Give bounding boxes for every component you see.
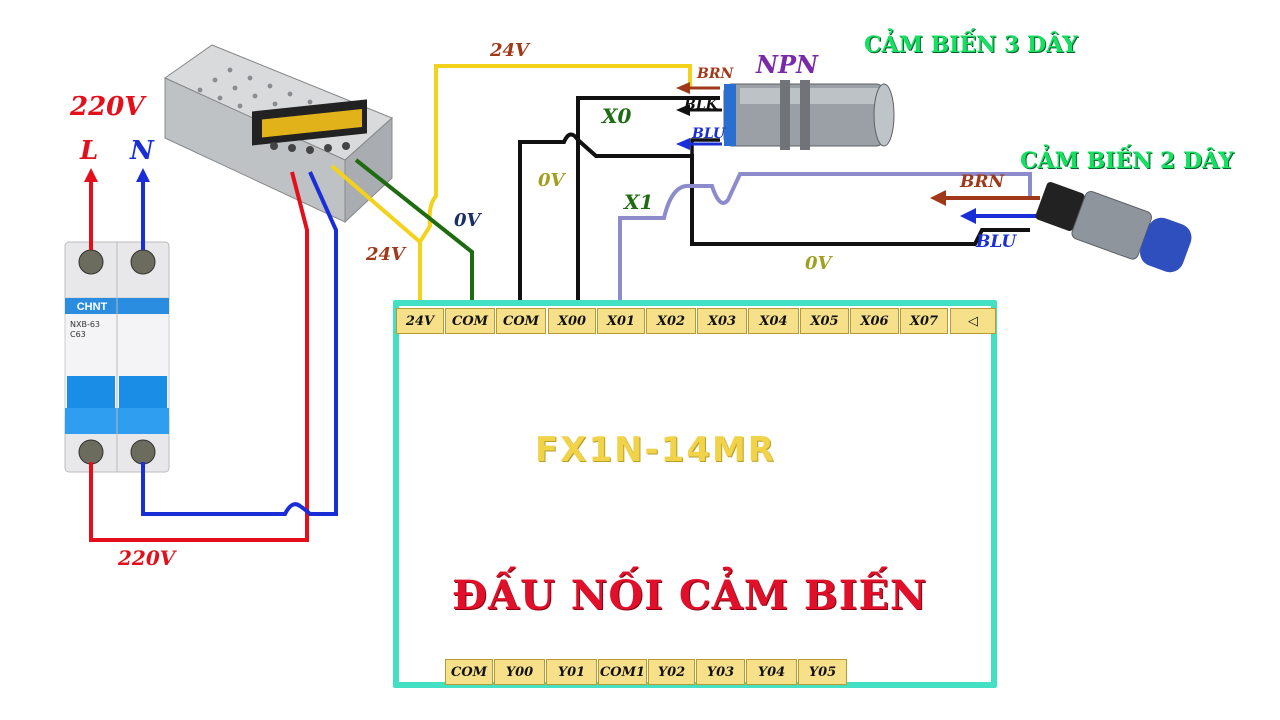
plc-output-terminal: Y02 [648,659,695,685]
plc-input-terminal: COM [496,308,546,334]
x1-label: X1 [624,190,654,214]
plc-input-terminal: X05 [800,308,849,334]
sensor2-brn-label: BRN [960,172,1005,192]
plc-input-terminal: X00 [548,308,596,334]
sensor3-blk-label: BLK [684,97,718,113]
l-label: L [80,136,99,166]
plc-body [393,300,997,688]
plc-output-terminal: Y03 [696,659,745,685]
plc-input-terminal: X02 [646,308,696,334]
bottom-voltage-label: 220V [118,546,176,570]
circuit-breaker [64,241,170,473]
plc-input-terminal: X07 [900,308,948,334]
top-24v-label: 24V [490,40,530,61]
plc-output-terminal: Y05 [798,659,847,685]
wire-com-black [518,132,1030,306]
plc-input-terminal: COM [445,308,495,334]
plc-output-terminal: COM [445,659,493,685]
x0-label: X0 [602,104,632,128]
plc-input-terminal: ◁ [950,308,996,334]
plc-input-terminal: X03 [697,308,747,334]
plc-model: FX1N-14MR [535,430,776,470]
power-supply-unit [163,44,393,224]
sensor3-brn-label: BRN [697,66,734,82]
plc-input-terminal: X04 [748,308,799,334]
supply-voltage-label: 220V [70,92,145,122]
plc-output-terminal: COM1 [598,659,647,685]
sensor3-blu-label: BLU [692,126,726,142]
plc-input-terminal: X06 [850,308,899,334]
sensor-2-wire-body [1035,181,1192,273]
plc-input-terminal: 24V [396,308,444,334]
sensor2-0v-label: 0V [805,253,832,274]
psu-24v-label: 24V [366,244,406,265]
wire-0v-green [354,158,474,306]
wire-x00-black [576,96,720,306]
plc-input-terminal: X01 [597,308,645,334]
n-label: N [130,136,154,166]
page-title: ĐẤU NỐI CẢM BIẾN [452,572,928,619]
sensor-2-title: CẢM BIẾN 2 DÂY [1020,148,1234,174]
breaker-brand: CHNT [76,301,108,313]
npn-label: NPN [756,50,818,79]
breaker-model: NXB-63 [70,320,101,329]
plc-output-terminal: Y00 [494,659,545,685]
sensor3-0v-label: 0V [538,170,565,191]
breaker-rating: C63 [70,330,86,339]
psu-0v-label: 0V [454,210,481,231]
plc-output-terminal: Y01 [546,659,597,685]
sensor2-blu-label: BLU [976,232,1017,252]
sensor-3-wire-body [723,80,895,150]
plc-output-terminal: Y04 [746,659,797,685]
wire-x01-lavender [618,172,1032,306]
sensor-3-title: CẢM BIẾN 3 DÂY [864,32,1078,58]
